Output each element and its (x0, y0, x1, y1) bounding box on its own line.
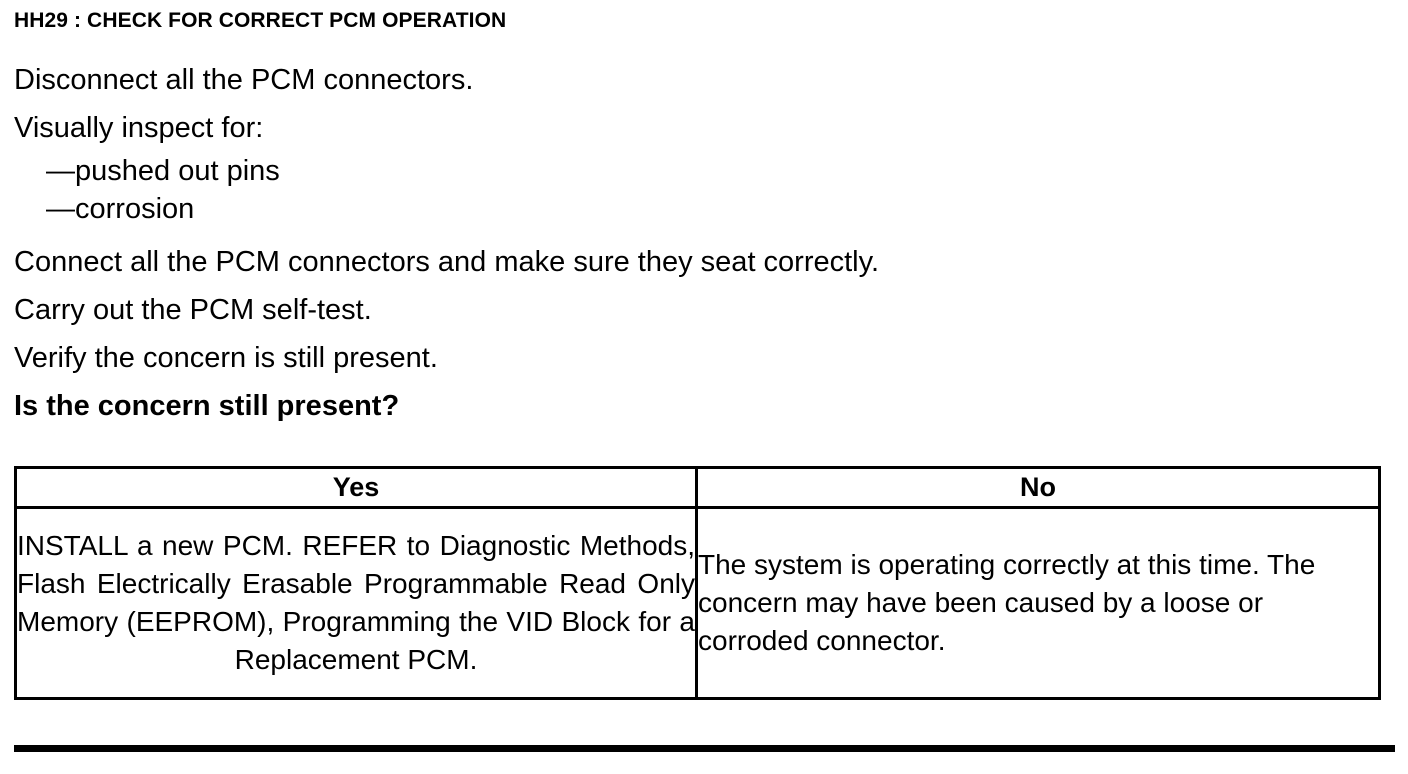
list-item: —corrosion (46, 193, 195, 225)
instruction-line: Verify the concern is still present. (14, 342, 438, 374)
instruction-line: Carry out the PCM self-test. (14, 294, 372, 326)
yes-action-cell: INSTALL a new PCM. REFER to Diagnostic M… (14, 506, 698, 700)
instruction-line: Connect all the PCM connectors and make … (14, 246, 880, 278)
table-row: INSTALL a new PCM. REFER to Diagnostic M… (14, 506, 1381, 700)
table-header-row: Yes No (14, 466, 1381, 509)
inspect-list: —pushed out pins —corrosion (14, 152, 1394, 228)
footer-rule (14, 745, 1395, 752)
no-action-cell: The system is operating correctly at thi… (695, 506, 1381, 700)
procedure-body: Disconnect all the PCM connectors. Visua… (14, 56, 1394, 430)
page-title: HH29 : CHECK FOR CORRECT PCM OPERATION (14, 9, 507, 32)
instruction-line: Visually inspect for: (14, 112, 264, 144)
table-header-no: No (695, 466, 1381, 509)
table-header-yes: Yes (14, 466, 698, 509)
decision-question: Is the concern still present? (14, 390, 400, 422)
list-item: —pushed out pins (46, 155, 280, 187)
instruction-line: Disconnect all the PCM connectors. (14, 64, 474, 96)
decision-table: Yes No INSTALL a new PCM. REFER to Diagn… (14, 466, 1381, 700)
